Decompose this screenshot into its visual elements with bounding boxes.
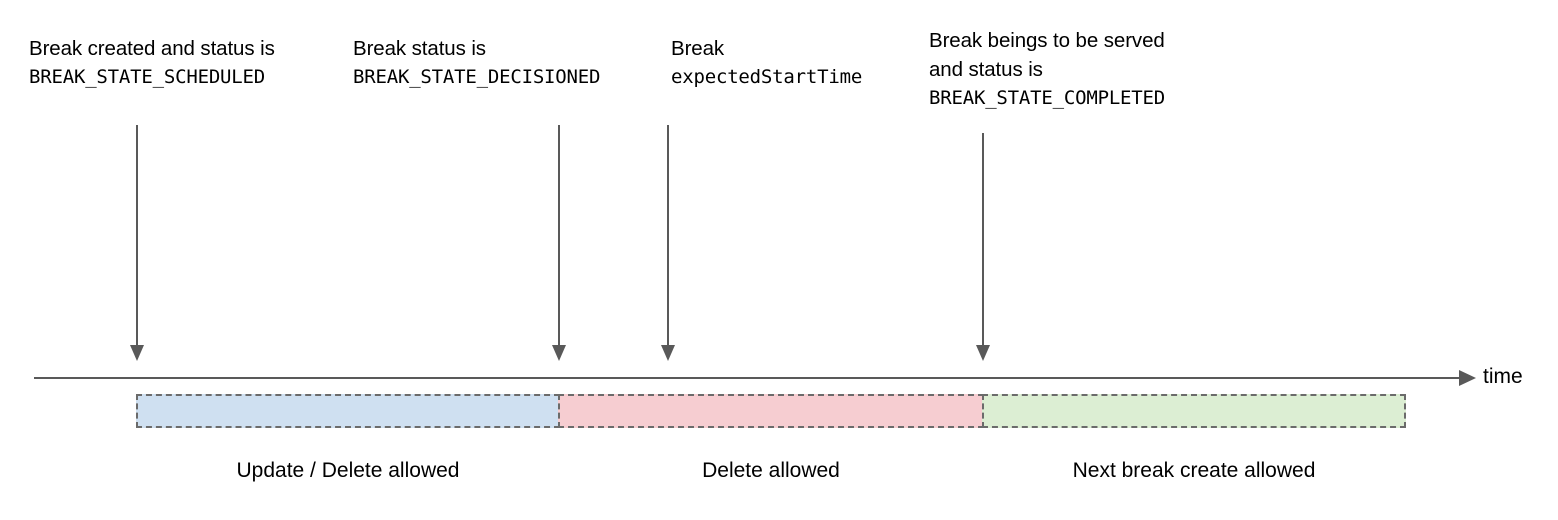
arrow-head bbox=[130, 345, 144, 361]
arrow-shaft bbox=[667, 125, 669, 345]
event-label-completed-prose-line2: and status is bbox=[929, 58, 1043, 81]
arrow-head bbox=[976, 345, 990, 361]
event-label-completed: Break beings to be served and status is … bbox=[929, 26, 1165, 113]
event-label-completed-prose-line1: Break beings to be served bbox=[929, 29, 1165, 52]
arrow-head bbox=[661, 345, 675, 361]
arrow-shaft bbox=[136, 125, 138, 345]
event-label-decisioned-prose: Break status is bbox=[353, 37, 486, 60]
event-label-decisioned: Break status is BREAK_STATE_DECISIONED bbox=[353, 34, 600, 92]
time-axis-line bbox=[34, 377, 1474, 379]
arrow-down-icon-expected-start bbox=[660, 125, 676, 361]
phase-bar-completed bbox=[982, 394, 1406, 428]
event-label-expected-start-code: expectedStartTime bbox=[671, 66, 863, 88]
event-label-decisioned-code: BREAK_STATE_DECISIONED bbox=[353, 66, 601, 88]
arrow-down-icon-completed bbox=[975, 133, 991, 361]
arrow-down-icon-scheduled bbox=[129, 125, 145, 361]
arrow-right-icon bbox=[1459, 370, 1476, 386]
event-label-expected-start-prose: Break bbox=[671, 37, 725, 60]
event-label-scheduled-code: BREAK_STATE_SCHEDULED bbox=[29, 66, 266, 88]
phase-bar-scheduled bbox=[136, 394, 560, 428]
arrow-head bbox=[552, 345, 566, 361]
event-label-expected-start: Break expectedStartTime bbox=[671, 34, 862, 92]
phase-bar-decisioned bbox=[558, 394, 984, 428]
arrow-shaft bbox=[558, 125, 560, 345]
phase-caption-scheduled: Update / Delete allowed bbox=[236, 459, 460, 482]
event-label-scheduled: Break created and status is BREAK_STATE_… bbox=[29, 34, 275, 92]
arrow-down-icon-decisioned bbox=[551, 125, 567, 361]
phase-caption-completed: Next break create allowed bbox=[1072, 459, 1316, 482]
event-label-completed-code: BREAK_STATE_COMPLETED bbox=[929, 87, 1166, 109]
phase-caption-decisioned: Delete allowed bbox=[702, 459, 840, 482]
time-axis-label: time bbox=[1483, 365, 1523, 388]
event-label-scheduled-prose: Break created and status is bbox=[29, 37, 275, 60]
arrow-shaft bbox=[982, 133, 984, 345]
